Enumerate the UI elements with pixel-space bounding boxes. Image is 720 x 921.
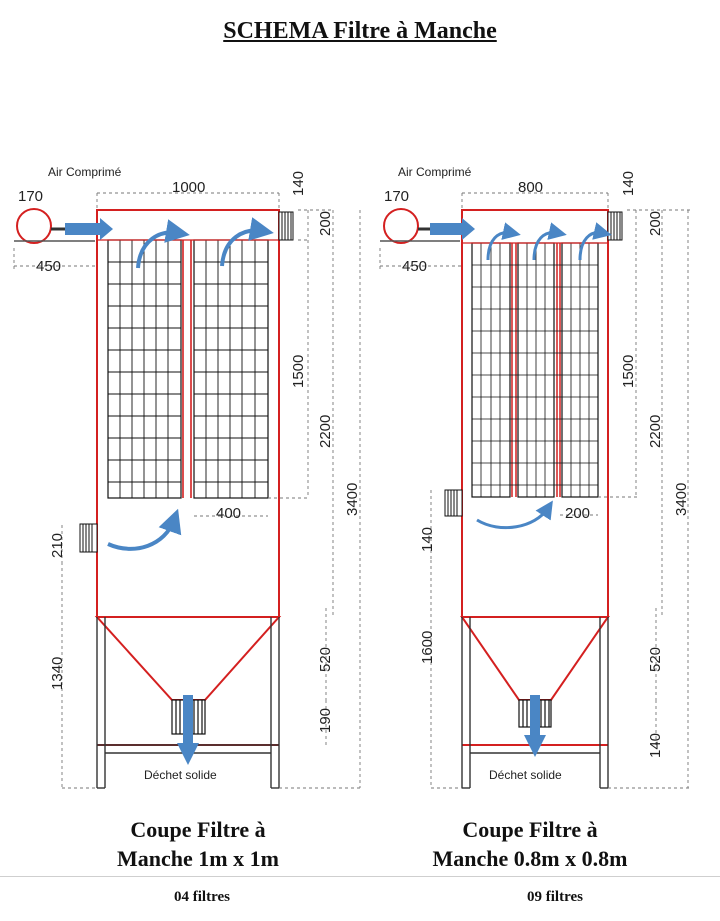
- left-caption: Coupe Filtre à Manche 1m x 1m: [48, 815, 348, 873]
- right-legs: [461, 617, 609, 789]
- left-outlet-arrow: [183, 695, 193, 743]
- right-flow-arrows: [476, 222, 612, 530]
- right-hopper: [460, 616, 610, 701]
- right-dim-top-gap: 200: [647, 211, 664, 236]
- right-top-vent: [607, 211, 623, 241]
- right-dim-bag-height: 1500: [620, 355, 637, 388]
- right-dim-compressor: 170: [384, 188, 409, 205]
- left-flow-arrows: [107, 217, 274, 551]
- right-bag-3: [559, 242, 599, 498]
- right-waste-label: Déchet solide: [489, 768, 562, 782]
- left-air-arrow: [65, 218, 113, 240]
- right-air-arrow: [430, 218, 475, 240]
- right-dim-inlet-offset: 450: [402, 258, 427, 275]
- left-dimension-lines: [13, 192, 362, 789]
- left-bag-2: [190, 239, 269, 499]
- left-side-inlet: [79, 523, 98, 553]
- right-dim-top-vent: 140: [620, 171, 637, 196]
- separator: [0, 876, 720, 877]
- right-bag-rings: [472, 264, 598, 486]
- left-hopper: [94, 616, 282, 701]
- left-bag-1: [107, 239, 184, 499]
- left-top-vent: [278, 211, 294, 241]
- right-dim-legs: 1600: [419, 631, 436, 664]
- left-dim-cone: 520: [317, 647, 334, 672]
- right-dim-bag-spacing: 200: [565, 505, 590, 522]
- left-dim-bag-height: 1500: [290, 355, 307, 388]
- right-compressor-icon: [380, 208, 460, 244]
- right-bag-2: [515, 242, 558, 498]
- right-dim-width: 800: [518, 179, 543, 196]
- left-dim-bag-spacing: 400: [216, 505, 241, 522]
- right-dimension-lines: [379, 192, 690, 789]
- right-dim-cone: 520: [647, 647, 664, 672]
- left-dim-side-inlet: 210: [49, 533, 66, 558]
- left-dim-outlet: 190: [317, 708, 334, 733]
- right-filter: 170 Air Comprimé 800 450 200 140 200 150…: [379, 165, 690, 789]
- right-caption-line1: Coupe Filtre à: [462, 817, 598, 842]
- left-dim-top-gap: 200: [317, 211, 334, 236]
- left-housing: [96, 209, 280, 618]
- left-dim-width: 1000: [172, 179, 205, 196]
- left-air-label: Air Comprimé: [48, 165, 122, 179]
- left-caption-line1: Coupe Filtre à: [130, 817, 266, 842]
- page-title: SCHEMA Filtre à Manche: [223, 18, 497, 44]
- right-filter-count: 09 filtres: [527, 889, 583, 905]
- right-housing: [461, 209, 609, 618]
- left-dim-total-height: 3400: [344, 483, 361, 516]
- left-dim-compressor: 170: [18, 188, 43, 205]
- left-filter: 170 Air Comprimé 1000 450 400 140 200 15…: [13, 165, 362, 789]
- right-caption: Coupe Filtre à Manche 0.8m x 0.8m: [380, 815, 680, 873]
- left-caption-line2: Manche 1m x 1m: [117, 846, 279, 871]
- right-bag-1: [471, 242, 513, 498]
- right-caption-line2: Manche 0.8m x 0.8m: [432, 846, 628, 871]
- left-dim-legs: 1340: [49, 657, 66, 690]
- left-dim-upper-height: 2200: [317, 415, 334, 448]
- left-dim-inlet-offset: 450: [36, 258, 61, 275]
- right-dim-outlet: 140: [647, 733, 664, 758]
- right-dim-upper-height: 2200: [647, 415, 664, 448]
- left-waste-label: Déchet solide: [144, 768, 217, 782]
- right-dim-total-height: 3400: [673, 483, 690, 516]
- right-outlet-arrow: [530, 695, 540, 735]
- left-compressor-icon: [14, 208, 95, 244]
- left-dim-top-vent: 140: [290, 171, 307, 196]
- right-air-label: Air Comprimé: [398, 165, 472, 179]
- left-filter-count: 04 filtres: [174, 889, 230, 905]
- right-side-inlet: [444, 489, 463, 517]
- right-dim-side-inlet: 140: [419, 527, 436, 552]
